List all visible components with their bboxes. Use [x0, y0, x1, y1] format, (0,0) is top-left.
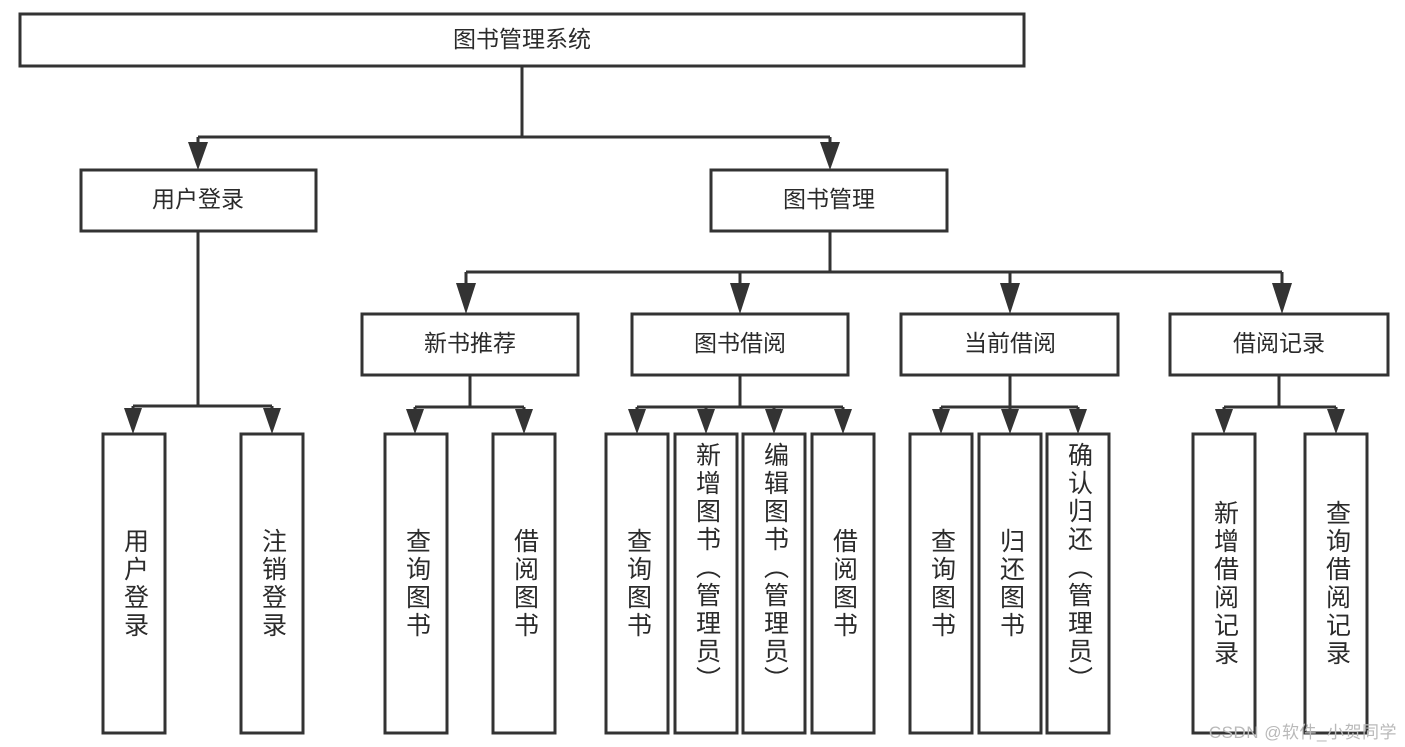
- node-leaf-add-record-box[interactable]: [1191, 432, 1257, 735]
- node-leaf-add-book-box[interactable]: [673, 432, 739, 735]
- arrowhead-borrow-l3: [765, 409, 783, 434]
- arrowhead-root-to-book: [820, 142, 840, 170]
- arrowhead-root-to-user: [188, 142, 208, 170]
- node-leaf-query-book-3-box[interactable]: [908, 432, 974, 735]
- node-leaf-borrow-book-1-box[interactable]: [491, 432, 557, 735]
- arrowhead-newbook-l2: [515, 409, 533, 434]
- connector-group-new-book: [406, 375, 533, 434]
- node-leaf-confirm-return-box[interactable]: [1045, 432, 1111, 735]
- node-leaf-query-record-box[interactable]: [1303, 432, 1369, 735]
- node-borrow-box[interactable]: [630, 312, 850, 377]
- arrowhead-current-l1: [932, 409, 950, 434]
- node-leaf-query-book-2-box[interactable]: [604, 432, 670, 735]
- arrowhead-borrow-l1: [628, 409, 646, 434]
- arrowhead-newbook-l1: [406, 409, 424, 434]
- connector-group-current: [932, 375, 1087, 434]
- arrowhead-current-l3: [1069, 409, 1087, 434]
- node-leaf-logout-box[interactable]: [239, 432, 305, 735]
- arrowhead-current-l2: [1001, 409, 1019, 434]
- node-user-login-box[interactable]: [79, 168, 318, 233]
- node-leaf-return-book-box[interactable]: [977, 432, 1043, 735]
- node-new-book-box[interactable]: [360, 312, 580, 377]
- arrowhead-user-leaf2: [263, 408, 281, 434]
- connector-group-root: [188, 66, 840, 170]
- node-current-label: 当前借阅: [964, 330, 1056, 356]
- node-root-label: 图书管理系统: [453, 26, 591, 52]
- node-leaf-borrow-book-2-box[interactable]: [810, 432, 876, 735]
- node-book-manage-label: 图书管理: [783, 186, 875, 212]
- watermark: CSDN @软件_小贺同学: [1208, 723, 1397, 742]
- node-new-book-label: 新书推荐: [424, 330, 516, 356]
- node-user-login-label: 用户登录: [152, 186, 244, 212]
- arrowhead-book-c2: [730, 283, 750, 314]
- node-records-label: 借阅记录: [1233, 330, 1325, 356]
- arrowhead-records-l1: [1215, 409, 1233, 434]
- connector-group-book-manage: [456, 231, 1292, 314]
- arrowhead-book-c1: [456, 283, 476, 314]
- connector-group-records: [1215, 375, 1345, 434]
- arrowhead-borrow-l2: [697, 409, 715, 434]
- node-book-manage-box[interactable]: [709, 168, 949, 233]
- connector-group-borrow: [628, 375, 852, 434]
- node-borrow-label: 图书借阅: [694, 330, 786, 356]
- node-leaf-user-login-box[interactable]: [101, 432, 167, 735]
- node-root-box[interactable]: [18, 12, 1026, 68]
- node-current-box[interactable]: [899, 312, 1120, 377]
- node-leaf-query-book-1-box[interactable]: [383, 432, 449, 735]
- arrowhead-records-l2: [1327, 409, 1345, 434]
- connector-group-user-login: [124, 231, 281, 434]
- arrowhead-book-c3: [1000, 283, 1020, 314]
- arrowhead-user-leaf1: [124, 408, 142, 434]
- arrowhead-borrow-l4: [834, 409, 852, 434]
- arrowhead-book-c4: [1272, 283, 1292, 314]
- node-records-box[interactable]: [1168, 312, 1390, 377]
- node-leaf-edit-book-box[interactable]: [741, 432, 807, 735]
